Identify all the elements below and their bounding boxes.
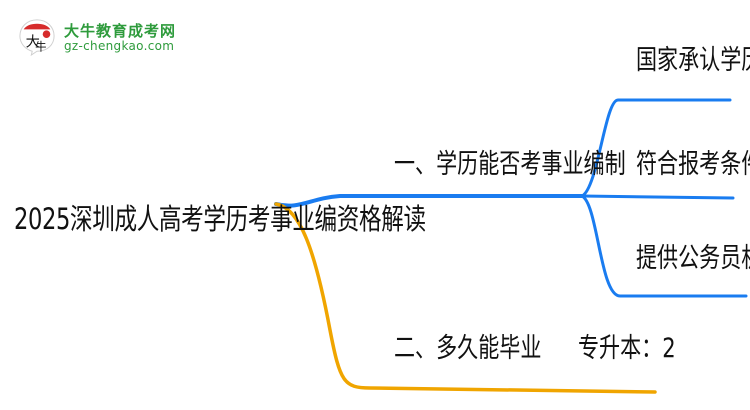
connector-branch1-leaf1 bbox=[580, 98, 732, 198]
mindmap-leaf-node[interactable]: 符合报考条件 bbox=[636, 149, 750, 180]
mindmap-leaf-node[interactable]: 国家承认学历 bbox=[636, 45, 750, 76]
svg-text:牛: 牛 bbox=[35, 39, 46, 53]
logo-badge-icon: 大 牛 bbox=[19, 19, 55, 56]
mindmap-leaf-node[interactable]: 专升本：2 bbox=[578, 333, 676, 364]
mindmap-branch-node[interactable]: 二、多久能毕业 bbox=[394, 333, 542, 364]
svg-text:大: 大 bbox=[26, 34, 40, 51]
site-logo[interactable]: 大 牛 大牛教育成考网 gz-chengkao.com bbox=[14, 14, 204, 58]
connector-branch1-leaf3 bbox=[580, 194, 748, 298]
logo-url: gz-chengkao.com bbox=[64, 39, 175, 53]
connector-branch1-leaf2 bbox=[580, 194, 735, 200]
mindmap-root-node[interactable]: 2025深圳成人高考学历考事业编资格解读 bbox=[14, 202, 426, 236]
connector-root-branch2 bbox=[274, 202, 657, 394]
mindmap-branch-node[interactable]: 一、学历能否考事业编制 bbox=[394, 149, 626, 180]
mindmap-leaf-node[interactable]: 提供公务员机会 bbox=[636, 243, 750, 274]
logo-title: 大牛教育成考网 bbox=[64, 22, 177, 40]
